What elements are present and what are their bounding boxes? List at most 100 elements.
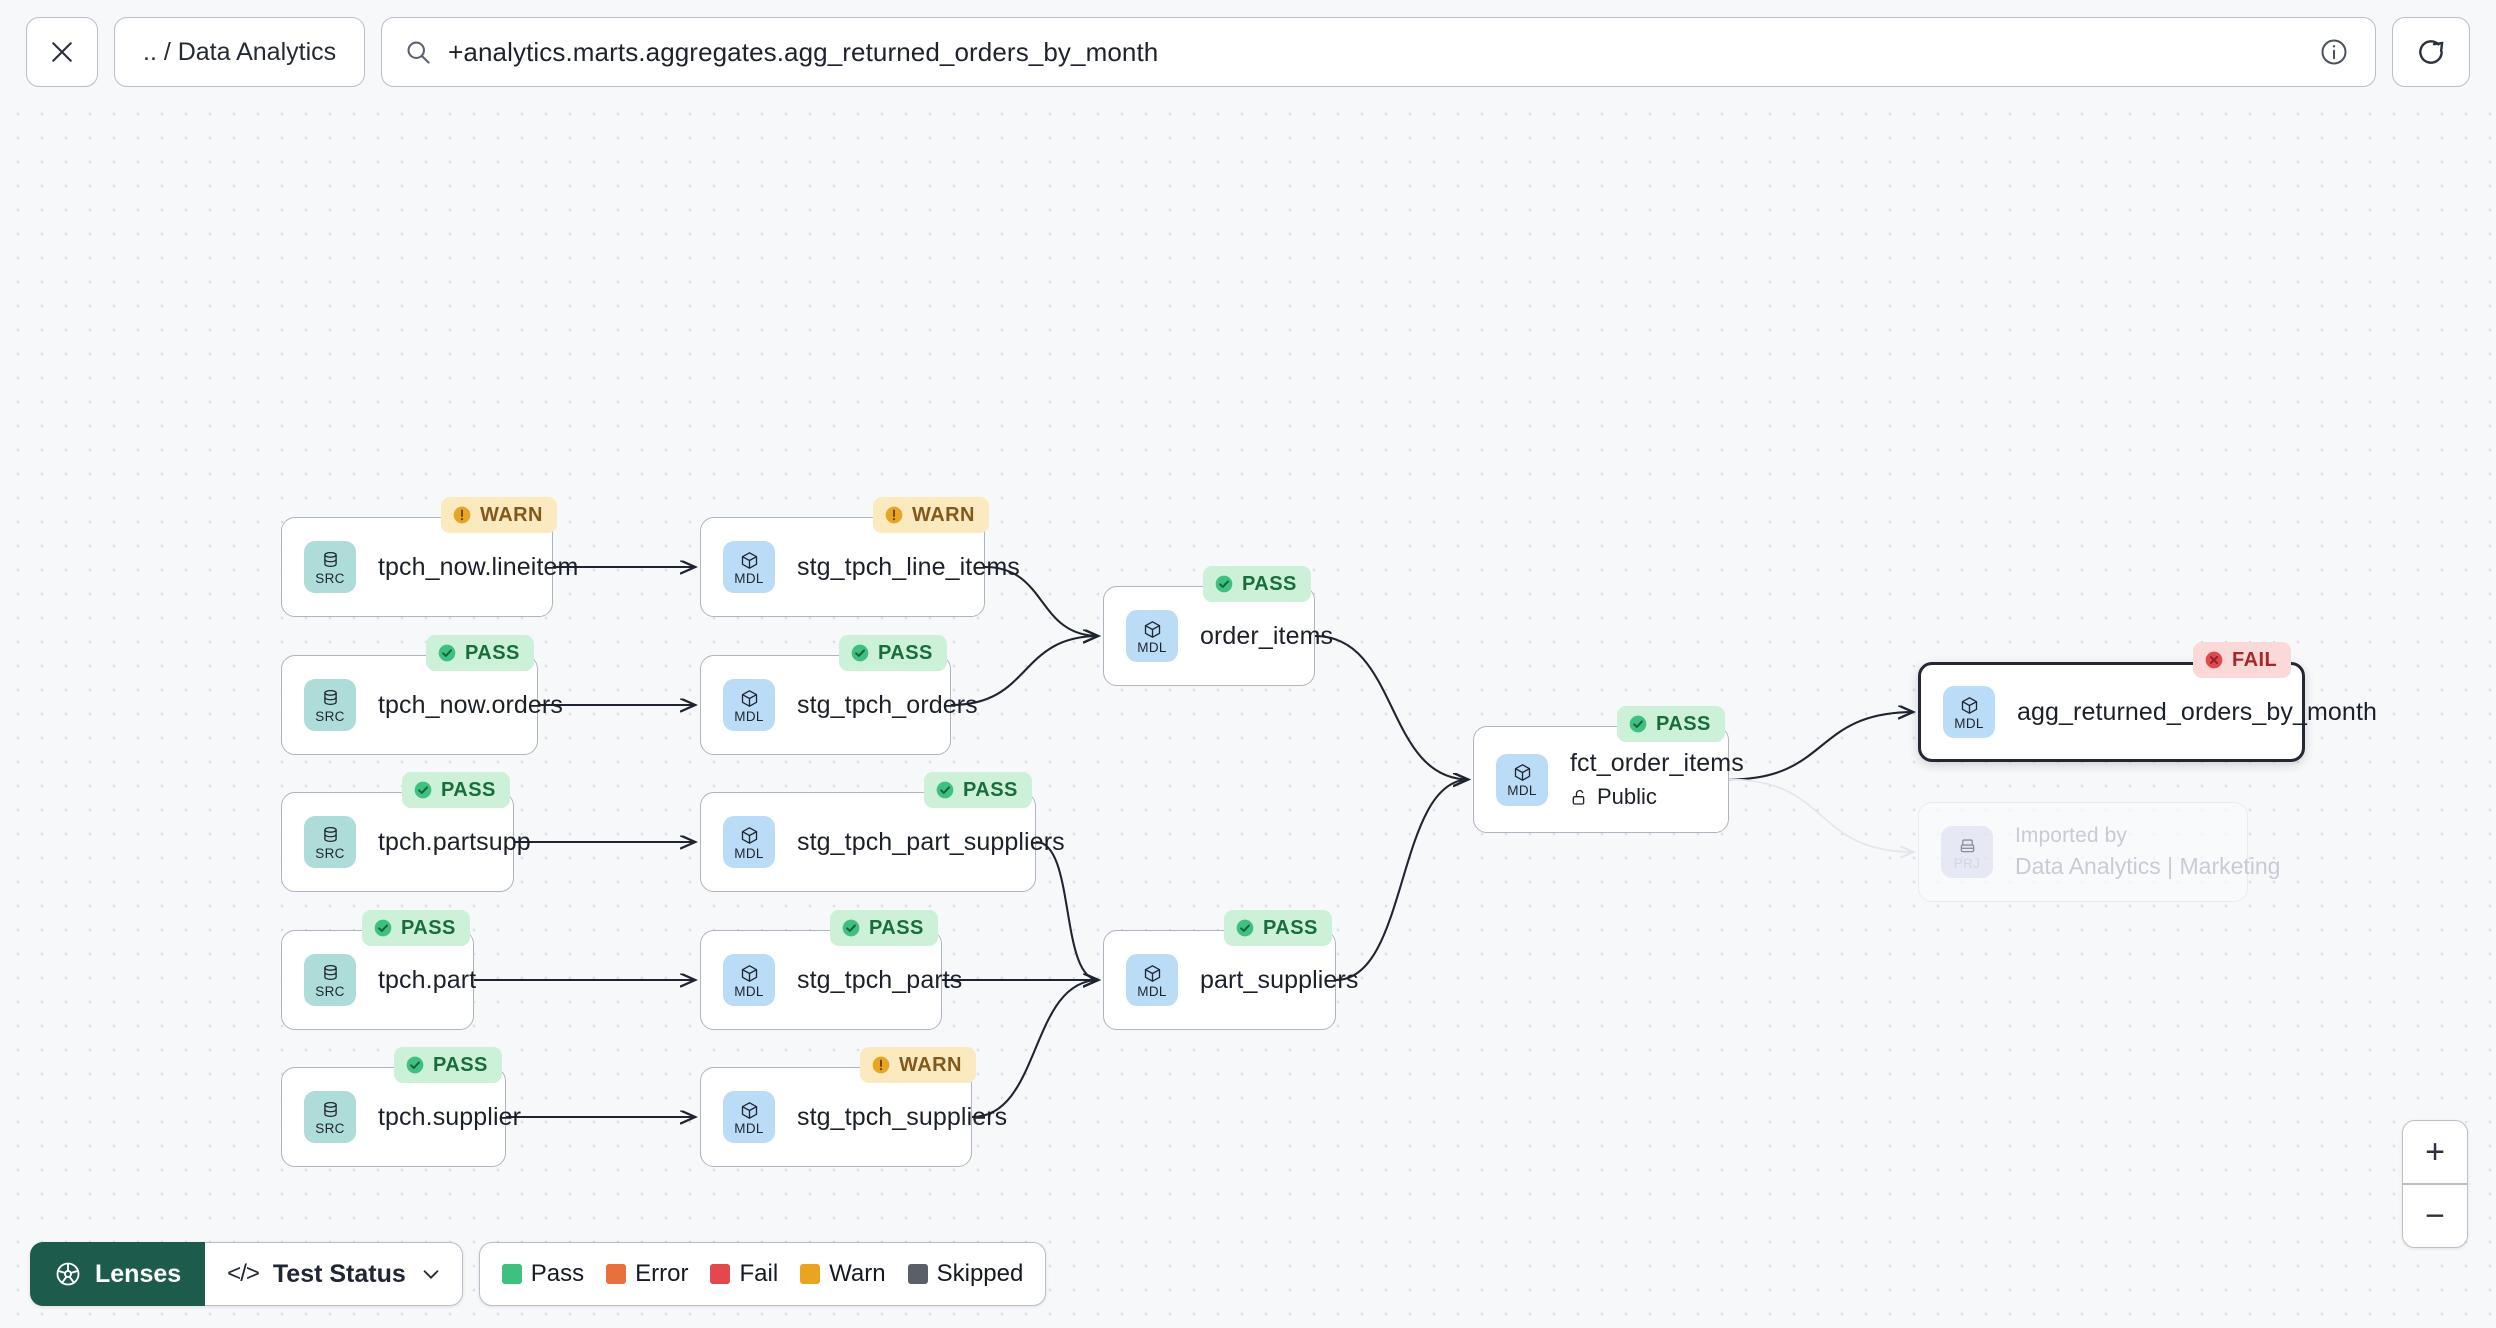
node-body: tpch.part (378, 966, 476, 995)
node-body: tpch.supplier (378, 1103, 521, 1132)
node-body: tpch_now.orders (378, 691, 563, 720)
test-status-label: Test Status (272, 1259, 406, 1288)
node-title: tpch.partsupp (378, 827, 531, 856)
node-visibility: Public (1570, 784, 1744, 810)
node-kind-label: MDL (734, 845, 764, 861)
legend-item-warn[interactable]: Warn (800, 1260, 886, 1288)
database-icon (323, 689, 337, 705)
zoom-out-button[interactable]: − (2403, 1185, 2467, 1247)
graph-edge (1728, 778, 1914, 853)
node-title: order_items (1200, 621, 1334, 650)
node-kind-label: MDL (1137, 983, 1167, 999)
graph-node-order-items[interactable]: MDL order_items (1103, 586, 1333, 686)
node-kind-badge-mdl: MDL (1943, 686, 1995, 738)
database-icon (323, 826, 337, 842)
search-query-text: +analytics.marts.aggregates.agg_returned… (448, 36, 1159, 67)
cube-icon (1144, 620, 1160, 638)
graph-node-stg-tpch-parts[interactable]: MDL stg_tpch_parts (700, 930, 962, 1030)
breadcrumb[interactable]: .. / Data Analytics (114, 17, 366, 87)
node-title: tpch.part (378, 965, 477, 994)
node-title: stg_tpch_parts (797, 965, 963, 994)
node-title: tpch_now.lineitem (378, 552, 579, 581)
bottom-toolbar: Lenses </> Test Status Pass Error Fail Warn… (30, 1242, 1047, 1306)
info-icon[interactable] (2319, 37, 2349, 67)
node-kind-label: MDL (734, 570, 764, 586)
node-kind-badge-mdl: MDL (723, 954, 775, 1006)
node-kind-label: PRJ (1953, 855, 1981, 871)
node-kind-label: SRC (315, 570, 345, 586)
graph-node-part-suppliers[interactable]: MDL part_suppliers (1103, 930, 1358, 1030)
graph-edge (1728, 712, 1914, 781)
legend-swatch (606, 1264, 627, 1284)
node-title: fct_order_items (1570, 749, 1744, 777)
node-kind-badge-mdl: MDL (723, 541, 775, 593)
cube-icon (1514, 764, 1530, 781)
zoom-in-button[interactable]: + (2403, 1121, 2467, 1184)
graph-node-stg-tpch-part-suppliers[interactable]: MDL stg_tpch_part_suppliers (700, 792, 1065, 892)
graph-node-tpch-supplier[interactable]: SRC tpch.supplier (281, 1067, 521, 1167)
database-icon (323, 1101, 337, 1117)
node-body: stg_tpch_part_suppliers (797, 828, 1065, 857)
legend-item-fail[interactable]: Fail (710, 1260, 778, 1288)
graph-node-tpch-partsupp[interactable]: SRC tpch.partsupp (281, 792, 531, 892)
graph-node-tpch-part[interactable]: SRC tpch.part (281, 930, 476, 1030)
lens-control-group: Lenses </> Test Status (30, 1242, 463, 1306)
node-kind-badge-mdl: MDL (1126, 610, 1178, 662)
node-title: stg_tpch_part_suppliers (797, 827, 1065, 856)
legend-swatch (800, 1264, 821, 1284)
node-kind-badge-mdl: MDL (1126, 954, 1178, 1006)
legend-item-skipped[interactable]: Skipped (907, 1260, 1023, 1288)
lenses-label: Lenses (95, 1259, 182, 1288)
graph-edge (1314, 634, 1469, 780)
top-toolbar: .. / Data Analytics +analytics.marts.agg… (0, 0, 2496, 104)
cube-icon (741, 964, 757, 982)
node-kind-label: MDL (734, 983, 764, 999)
legend-swatch (710, 1264, 731, 1284)
graph-node-agg-returned-orders-by-month[interactable]: MDL agg_returned_orders_by_month (1918, 662, 2377, 762)
database-icon (323, 551, 337, 567)
unlock-icon (1572, 789, 1585, 805)
close-icon (52, 42, 72, 62)
node-kind-badge-mdl: MDL (1496, 753, 1548, 806)
close-button[interactable] (26, 17, 98, 87)
refresh-button[interactable] (2392, 17, 2470, 87)
graph-node-tpch-now-lineitem[interactable]: SRC tpch_now.lineitem (281, 517, 578, 617)
node-kind-badge-src: SRC (304, 1091, 356, 1143)
zoom-divider (2403, 1183, 2467, 1185)
node-body: tpch_now.lineitem (378, 553, 578, 582)
node-body: stg_tpch_suppliers (797, 1103, 1007, 1132)
node-body: stg_tpch_line_items (797, 553, 1020, 582)
node-kind-label: SRC (315, 983, 345, 999)
node-subtitle: Data Analytics | Marketing (2015, 853, 2281, 879)
test-status-dropdown[interactable]: </> Test Status (205, 1242, 463, 1306)
legend-item-error[interactable]: Error (606, 1260, 688, 1288)
lenses-button[interactable]: Lenses (30, 1242, 206, 1306)
node-kind-label: SRC (315, 845, 345, 861)
legend-label: Fail (739, 1260, 779, 1287)
code-icon: </> (227, 1260, 260, 1287)
node-title: agg_returned_orders_by_month (2017, 697, 2377, 726)
node-kind-label: MDL (734, 708, 764, 724)
legend-label: Pass (530, 1260, 585, 1287)
cube-icon (741, 689, 757, 707)
legend-item-pass[interactable]: Pass (501, 1260, 585, 1288)
graph-node-stg-tpch-line-items[interactable]: MDL stg_tpch_line_items (700, 517, 1020, 617)
node-kind-badge-src: SRC (304, 816, 356, 868)
aperture-icon (56, 1262, 80, 1286)
search-icon (407, 41, 430, 64)
search-input[interactable]: +analytics.marts.aggregates.agg_returned… (381, 17, 2376, 87)
node-title: part_suppliers (1200, 965, 1359, 994)
node-kind-badge-mdl: MDL (723, 679, 775, 731)
node-body: part_suppliers (1200, 966, 1358, 995)
node-title: tpch_now.orders (378, 690, 563, 719)
node-body: order_items (1200, 622, 1333, 651)
cube-icon (1961, 696, 1977, 714)
